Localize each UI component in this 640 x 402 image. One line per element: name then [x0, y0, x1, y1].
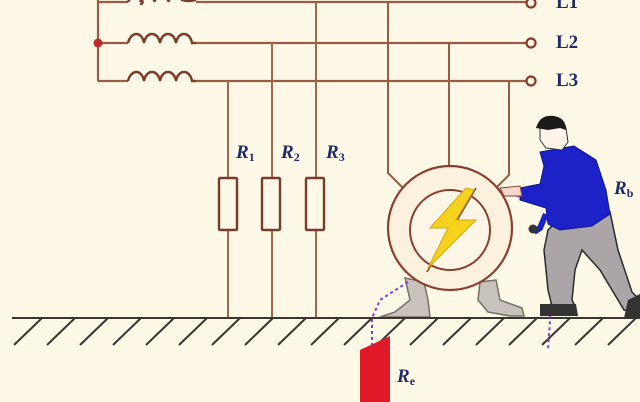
ground-hatch-mark — [508, 317, 538, 346]
ground-hatch-mark — [178, 317, 208, 346]
earth-electrode — [360, 336, 390, 402]
label-rb: Rb — [614, 178, 633, 201]
person-shoe-back — [624, 294, 640, 318]
label-r2-symbol: R — [281, 142, 294, 163]
label-r2-sub: 2 — [293, 150, 300, 164]
ground — [12, 317, 640, 346]
label-r2: R2 — [281, 142, 300, 165]
label-r1-symbol: R — [236, 142, 249, 163]
person — [499, 115, 640, 318]
feed-l3 — [493, 81, 510, 191]
label-r1-sub: 1 — [248, 150, 255, 164]
ground-hatching — [13, 317, 637, 346]
motor-foot-right — [477, 279, 525, 317]
label-re-sub: e — [409, 374, 416, 388]
terminal-l2 — [525, 37, 537, 49]
ground-hatch-mark — [475, 317, 505, 346]
ground-hatch-mark — [79, 317, 109, 346]
inductor-coils — [126, 0, 197, 83]
ground-hatch-mark — [607, 317, 637, 346]
resistor-branches — [227, 2, 317, 318]
ground-hatch-mark — [343, 317, 373, 346]
label-r3-symbol: R — [326, 142, 339, 163]
ground-hatch-mark — [112, 317, 142, 346]
label-r3: R3 — [326, 142, 345, 165]
label-re: Re — [397, 366, 415, 389]
label-l3: L3 — [556, 70, 579, 91]
label-r3-sub: 3 — [338, 150, 345, 164]
neutral-junction-dot — [93, 38, 103, 48]
motor-feeds — [387, 2, 510, 191]
label-rb-sub: b — [626, 186, 634, 200]
person-legs — [543, 211, 640, 316]
ground-hatch-mark — [145, 317, 175, 346]
resistor-r3 — [304, 176, 326, 232]
current-path-motor-to-electrode — [371, 281, 409, 345]
person-shoe-front — [540, 304, 578, 316]
coil-l2 — [126, 32, 196, 45]
terminal-l3 — [525, 75, 537, 87]
terminal-l1 — [525, 0, 537, 9]
person-hair — [536, 115, 566, 130]
label-re-symbol: R — [397, 366, 410, 387]
ground-hatch-mark — [409, 317, 439, 346]
resistors — [217, 176, 326, 232]
ground-hatch-mark — [574, 317, 604, 346]
ground-hatch-mark — [211, 317, 241, 346]
phase-lines — [96, 0, 526, 83]
label-l2: L2 — [556, 32, 579, 53]
ground-hatch-mark — [13, 317, 43, 346]
ground-hatch-mark — [442, 317, 472, 346]
person-torso — [519, 145, 611, 231]
resistor-r1 — [217, 176, 239, 232]
label-rb-symbol: R — [614, 178, 627, 199]
label-r1: R1 — [236, 142, 255, 165]
ground-hatch-mark — [277, 317, 307, 346]
feed-l1 — [387, 2, 406, 191]
ground-hatch-mark — [244, 317, 274, 346]
person-hand-back — [528, 224, 538, 234]
lightning-bolt-icon — [427, 187, 478, 269]
ground-hatch-mark — [310, 317, 340, 346]
coil-l3 — [126, 70, 196, 83]
ground-hatch-mark — [541, 317, 571, 346]
label-l1: L1 — [556, 0, 579, 13]
resistor-r2 — [260, 176, 282, 232]
ground-hatch-mark — [46, 317, 76, 346]
person-hand-touch — [499, 185, 523, 197]
terminals — [525, 0, 537, 87]
